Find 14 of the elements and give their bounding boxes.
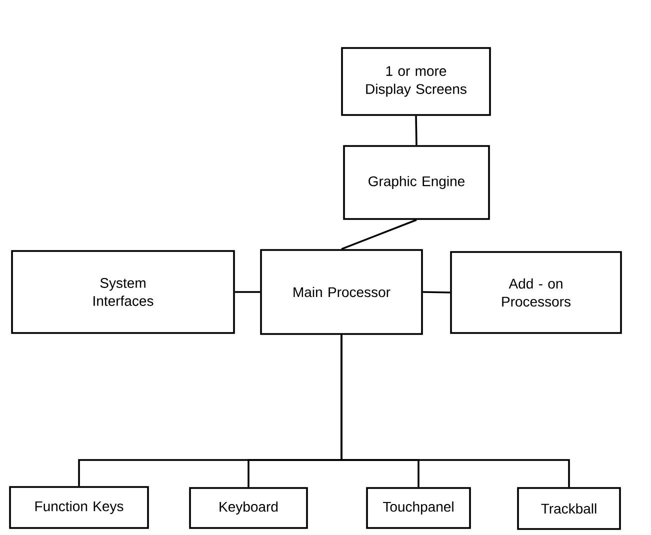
component-box: Keyboard [189, 487, 308, 529]
connector-line [415, 116, 418, 146]
connector-line [422, 291, 450, 294]
connector-line [234, 291, 260, 293]
component-box: Touchpanel [366, 487, 471, 529]
connector-line [340, 334, 570, 488]
component-box: Add - on Processors [450, 251, 622, 334]
component-box: Graphic Engine [343, 145, 490, 220]
connector-line [341, 219, 417, 250]
component-box: Main Processor [260, 249, 423, 335]
component-box: 1 or more Display Screens [341, 47, 491, 116]
component-box: Function Keys [9, 486, 149, 529]
component-box: System Interfaces [11, 250, 235, 334]
component-box: Trackball [517, 487, 621, 530]
